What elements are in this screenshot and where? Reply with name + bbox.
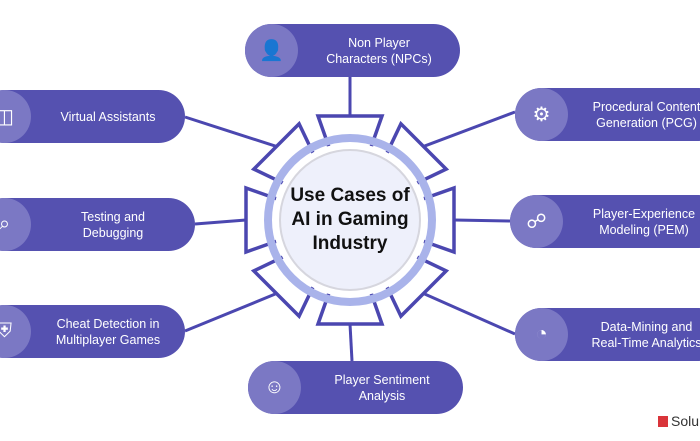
- brand-logo: Solu: [658, 413, 699, 429]
- connector-line: [453, 218, 511, 223]
- logo-icon: [658, 415, 668, 427]
- media-gear-icon: ⚙: [515, 88, 568, 141]
- node-testing: ⌕ Testing and Debugging: [0, 198, 195, 251]
- bug-search-icon: ⌕: [0, 198, 31, 251]
- node-label: Player Sentiment Analysis: [334, 372, 430, 403]
- node-sentiment: ☺ Player Sentiment Analysis: [248, 361, 463, 414]
- node-virtual-assistants: ◫ Virtual Assistants: [0, 90, 185, 143]
- connector-line: [423, 110, 516, 148]
- node-label: Testing and Debugging: [81, 209, 145, 240]
- node-data-mining: ◔ Data-Mining and Real-Time Analytics: [515, 308, 700, 361]
- assistant-icon: ◫: [0, 90, 31, 143]
- connector-line: [422, 292, 516, 336]
- node-label: Data-Mining and Real-Time Analytics: [591, 319, 700, 350]
- node-cheat-detection: ⛨ Cheat Detection in Multiplayer Games: [0, 305, 185, 358]
- connector-line: [184, 115, 277, 148]
- node-pem: ☍ Player-Experience Modeling (PEM): [510, 195, 700, 248]
- hub-ring: [264, 134, 436, 306]
- node-label: Virtual Assistants: [60, 109, 156, 124]
- brand-text: Solu: [671, 413, 700, 429]
- hub-circle: [279, 149, 421, 291]
- connector-line: [348, 323, 354, 362]
- connector-line: [194, 218, 247, 226]
- analytics-icon: ◔: [515, 308, 568, 361]
- user-x-icon: 👤: [245, 24, 298, 77]
- sentiment-icon: ☺: [248, 361, 301, 414]
- node-label: Procedural Content Generation (PCG): [592, 99, 700, 130]
- node-label: Cheat Detection in Multiplayer Games: [55, 316, 161, 347]
- node-npcs: 👤 Non Player Characters (NPCs): [245, 24, 460, 77]
- shield-user-icon: ⛨: [0, 305, 31, 358]
- node-label: Non Player Characters (NPCs): [326, 35, 432, 66]
- node-pcg: ⚙ Procedural Content Generation (PCG): [515, 88, 700, 141]
- user-network-icon: ☍: [510, 195, 563, 248]
- center-title: Use Cases of AI in Gaming Industry: [290, 185, 410, 254]
- node-label: Player-Experience Modeling (PEM): [592, 206, 696, 237]
- connector-line: [184, 292, 278, 333]
